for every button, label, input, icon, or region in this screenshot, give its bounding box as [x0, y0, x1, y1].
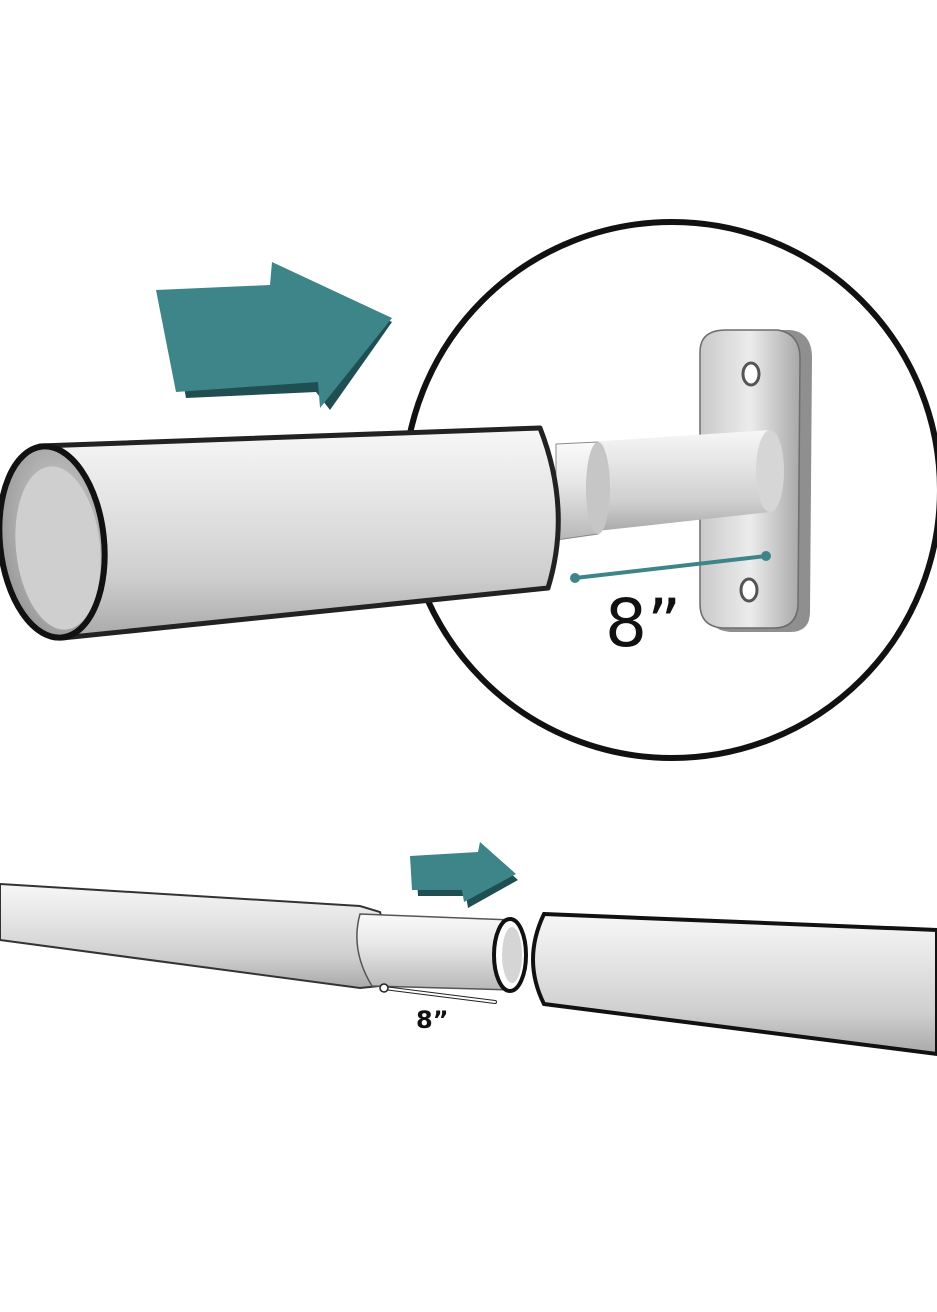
top-panel: 8” — [0, 219, 937, 761]
measurement-label-bottom: 8” — [416, 1006, 448, 1034]
bottom-panel: 8” — [0, 842, 937, 1057]
measure-line-top — [573, 554, 768, 580]
measurement-label-top: 8” — [605, 585, 681, 662]
screw-hole-bottom — [739, 577, 759, 603]
teal-arrow-small-icon — [410, 842, 518, 908]
left-rod-bottom — [0, 882, 528, 993]
right-rod-bottom — [531, 911, 937, 1057]
magnified-detail — [555, 329, 812, 632]
screw-hole-top — [741, 361, 761, 387]
teal-arrow-icon — [156, 262, 392, 410]
outer-rod-top — [0, 425, 561, 641]
